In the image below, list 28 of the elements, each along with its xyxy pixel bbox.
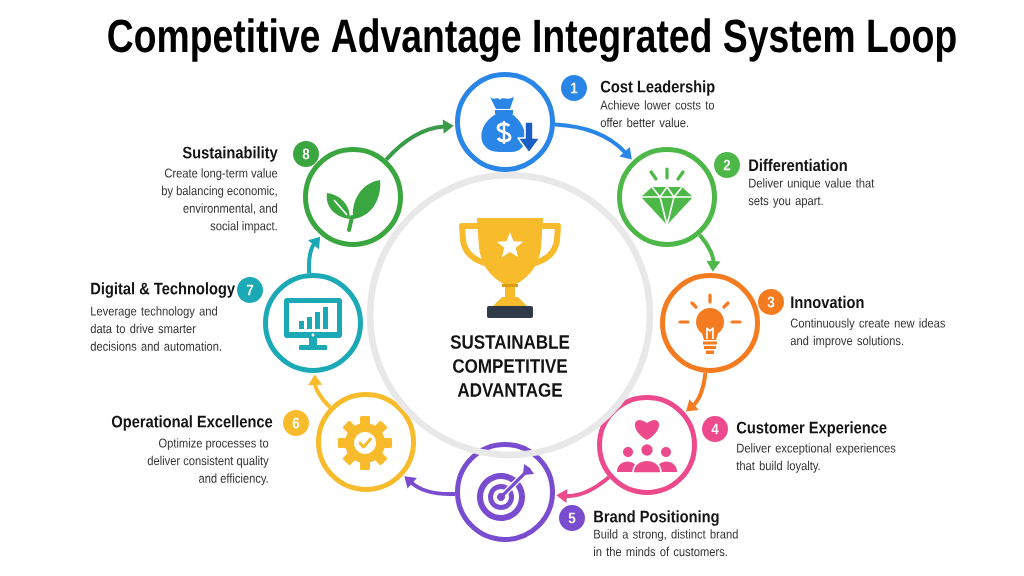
step-description: Deliver exceptional experiences that build loyalty.	[736, 443, 896, 473]
step-description: Create long-term value by balancing economic, environmental, and social impact.	[161, 168, 278, 233]
step-heading: Sustainability	[182, 146, 278, 162]
number-badge: 4	[702, 416, 728, 442]
arrow	[404, 476, 456, 496]
number-badge: 8	[293, 141, 319, 167]
step-heading: Operational Excellence	[111, 415, 273, 431]
number-badge: 1	[561, 75, 587, 101]
title: Competitive Advantage Integrated System Loop	[108, 18, 956, 62]
number-badge: 5	[559, 505, 585, 531]
step-description: Achieve lower costs to offer better value.	[600, 100, 715, 128]
step-heading: Digital & Technology	[91, 282, 235, 298]
step-heading: Brand Positioning	[594, 510, 719, 526]
step-heading: Cost Leadership	[600, 80, 715, 96]
step-description: Deliver unique value that sets you apart.	[748, 178, 875, 208]
arrow	[686, 372, 708, 412]
number-badge: 7	[237, 277, 263, 303]
step-description: Build a strong, distinct brand in the minds of customers.	[594, 529, 738, 557]
step-heading: Innovation	[791, 295, 864, 309]
number-badge: 2	[714, 152, 740, 178]
step-description: Continuously create new ideas and improve solutions.	[790, 318, 945, 348]
arrow	[554, 122, 632, 160]
step-heading: Customer Experience	[736, 421, 887, 437]
number-badge: 6	[283, 410, 309, 436]
step-description: Leverage technology and data to drive smarter decisions and automation.	[90, 306, 221, 351]
step-heading: Differentiation	[749, 158, 847, 172]
step-description: Optimize processes to deliver consistent quality and efficiency.	[147, 438, 269, 486]
number-badge: 3	[758, 289, 784, 315]
